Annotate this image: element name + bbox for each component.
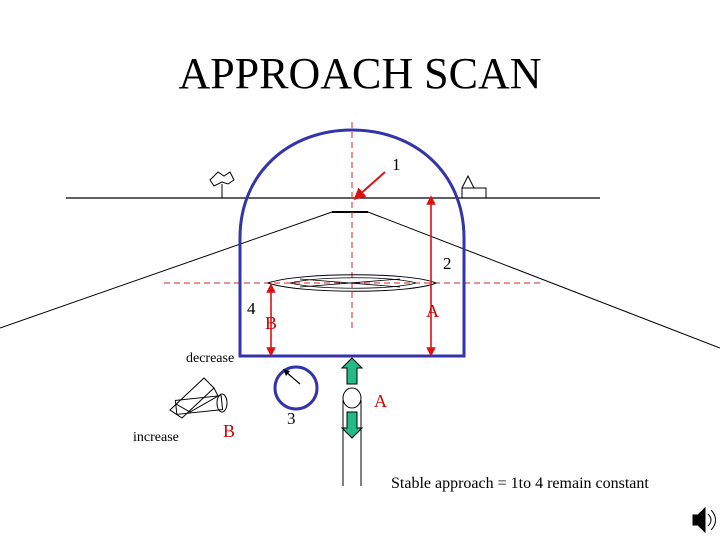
house-icon <box>461 174 487 199</box>
windshield-outline <box>238 128 466 358</box>
label-a-lower: A <box>374 391 387 411</box>
page-title: APPROACH SCAN <box>178 49 542 98</box>
throttle-icon <box>169 377 228 419</box>
pitch-up-arrow-icon <box>340 357 364 385</box>
pitch-indicator-icon <box>340 357 364 486</box>
label-a-upper: A <box>426 301 439 321</box>
label-scan-3: 3 <box>287 409 296 428</box>
caption-stable-approach: Stable approach = 1to 4 remain constant <box>391 475 649 492</box>
aircraft-nose <box>266 274 438 292</box>
label-b-upper: B <box>265 313 278 333</box>
airspeed-dial-icon <box>273 365 319 411</box>
label-scan-2: 2 <box>443 254 452 273</box>
label-scan-1: 1 <box>392 155 401 174</box>
arrow-1 <box>353 171 386 200</box>
label-scan-4: 4 <box>247 299 256 318</box>
speaker-icon <box>692 506 716 534</box>
label-b-lower: B <box>223 421 236 441</box>
label-increase: increase <box>133 430 179 445</box>
tree-icon <box>209 171 235 198</box>
label-decrease: decrease <box>186 351 235 366</box>
runway-outline <box>0 211 720 349</box>
pitch-down-arrow-icon <box>340 411 364 439</box>
